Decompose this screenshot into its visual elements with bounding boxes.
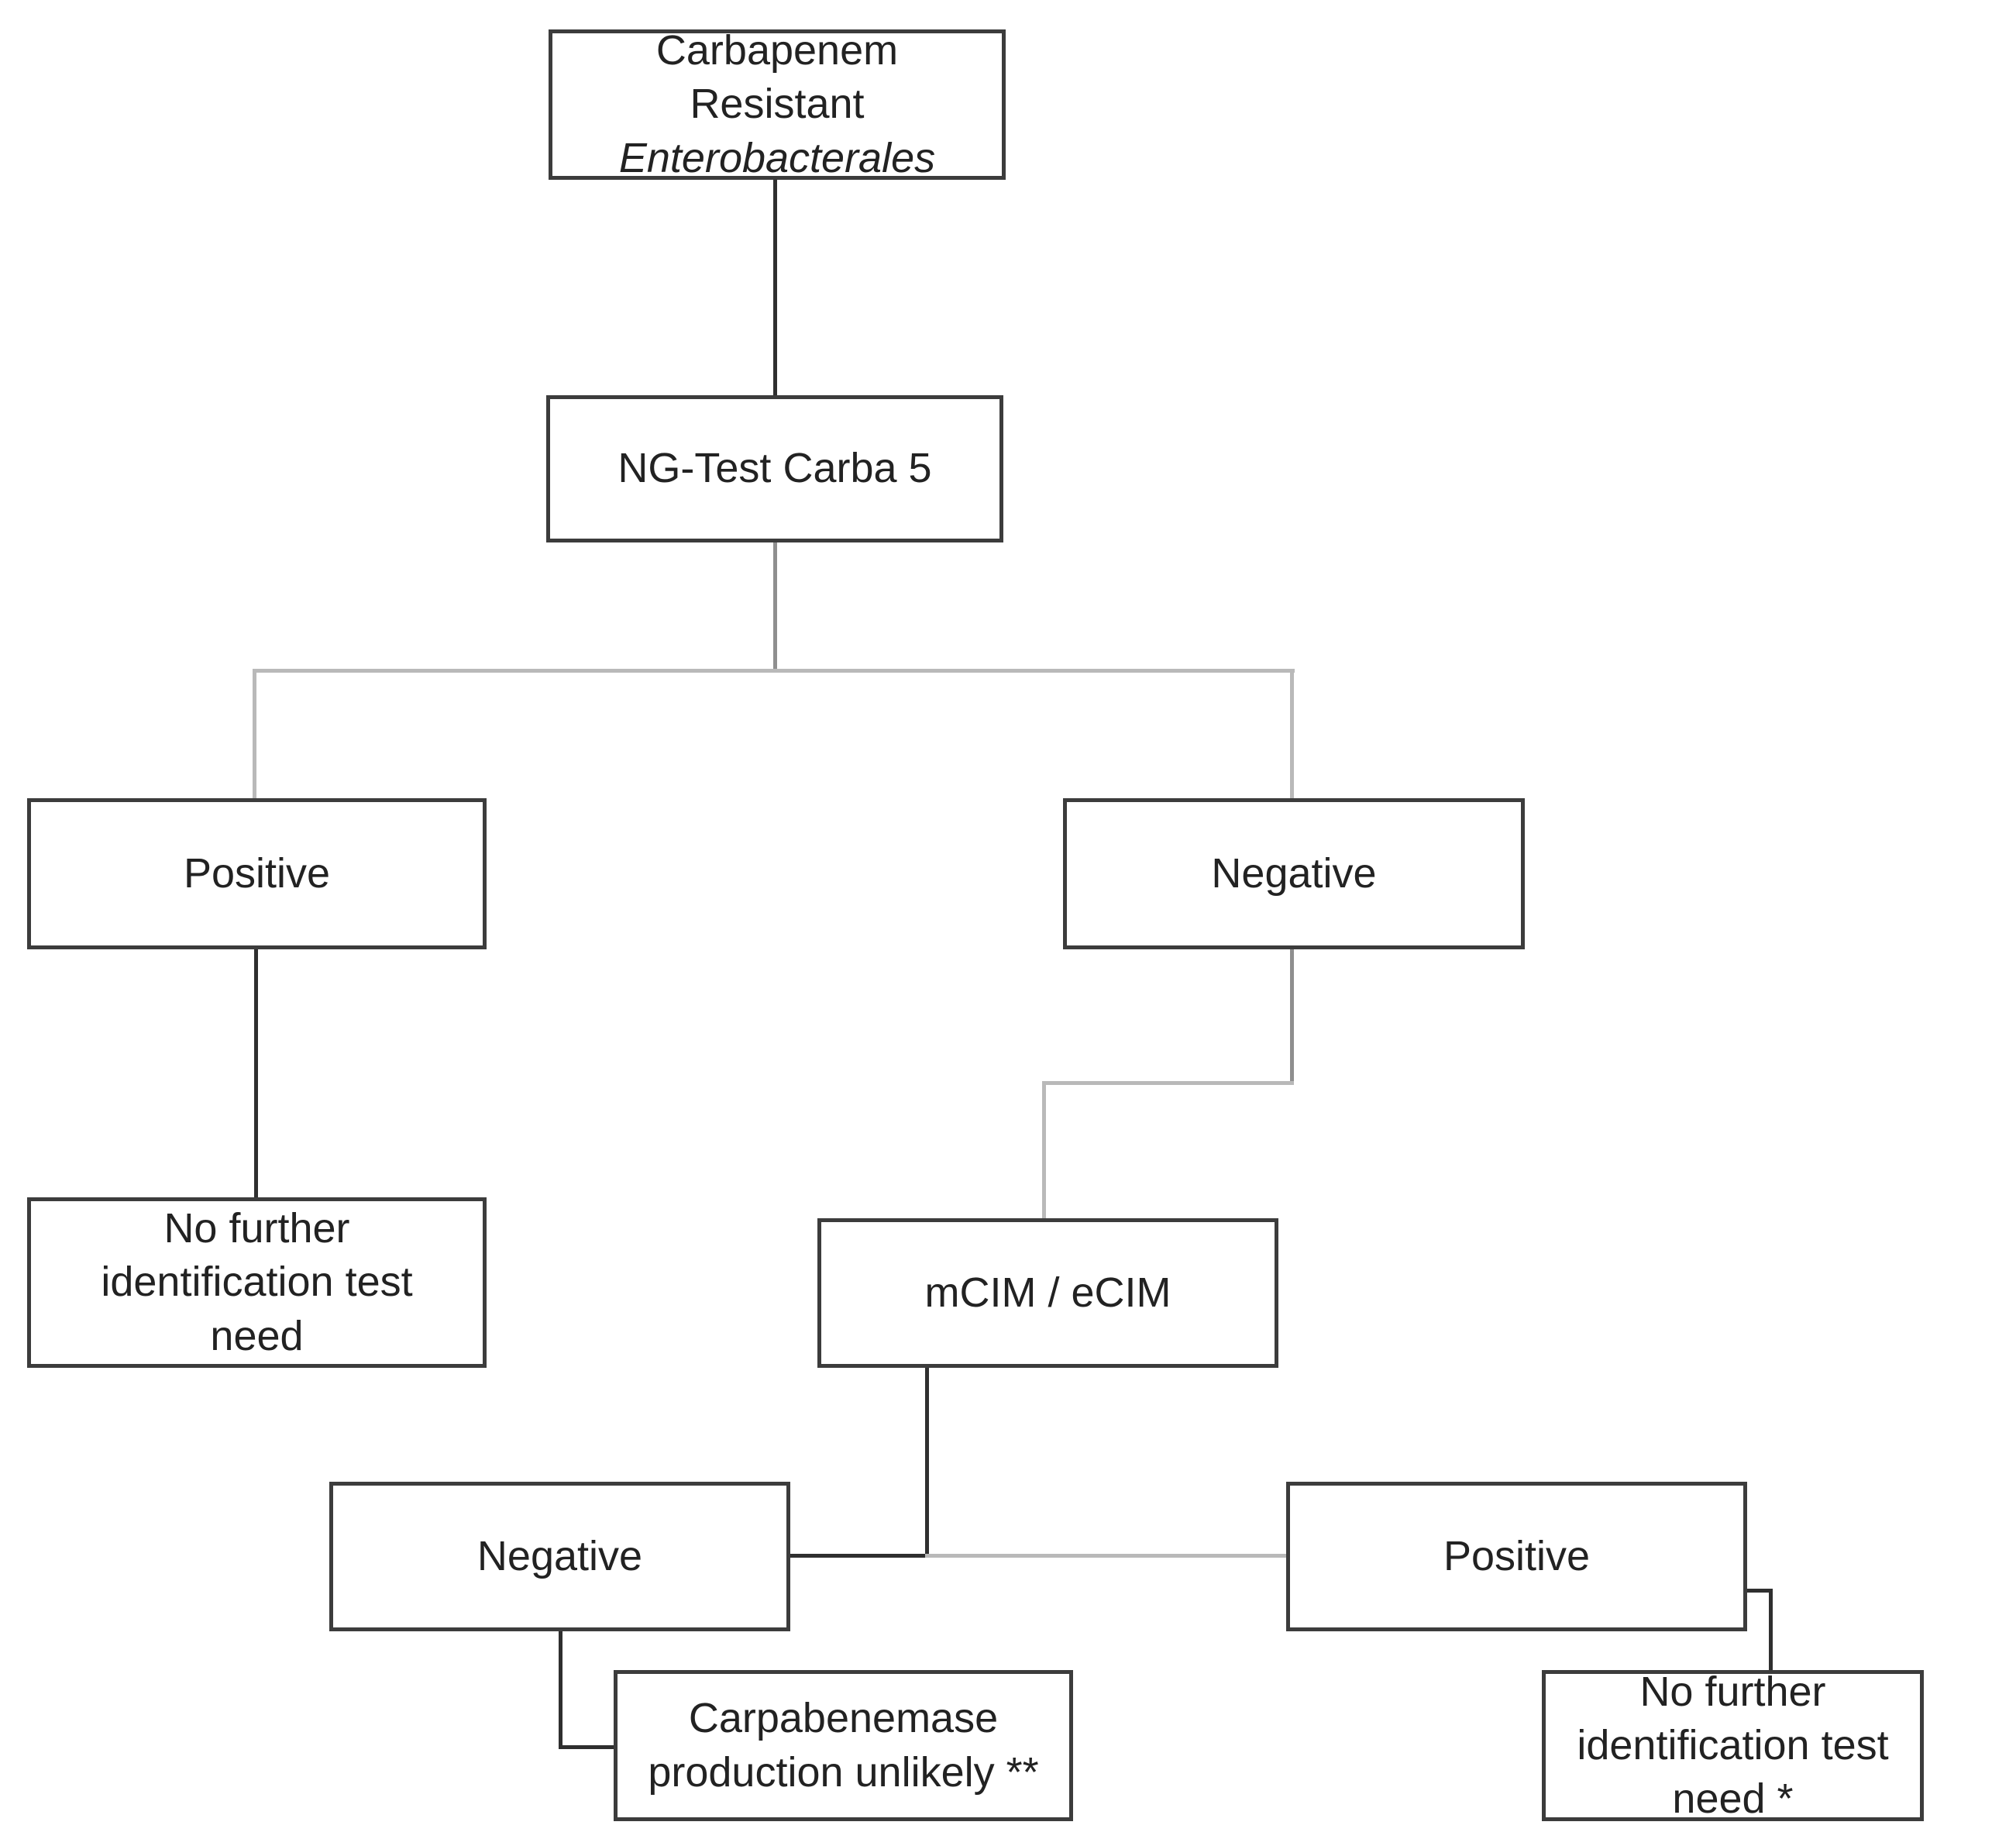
node-mcim-ecim[interactable]: mCIM / eCIM — [817, 1218, 1278, 1368]
edge-negative-drop-2 — [1042, 1081, 1046, 1221]
node-carba5-positive[interactable]: Positive — [27, 798, 487, 949]
edge-mcim-to-negative — [789, 1554, 929, 1558]
edge-branch-right-drop — [1290, 669, 1294, 801]
edge-mcim-to-positive — [925, 1554, 1289, 1558]
edge-negative-drop-1 — [1290, 949, 1294, 1085]
edge-negative-to-unlikely-jog — [559, 1745, 618, 1749]
node-label: NG-Test Carba 5 — [618, 445, 932, 492]
edge-negative-jog — [1042, 1081, 1294, 1085]
node-label: mCIM / eCIM — [924, 1269, 1171, 1316]
edge-mcim-stub — [925, 1368, 929, 1558]
node-mcim-positive[interactable]: Positive — [1286, 1482, 1747, 1631]
node-label: Positive — [183, 849, 331, 897]
edge-negative-to-unlikely-drop — [559, 1631, 562, 1749]
edge-test-stub — [773, 542, 777, 673]
node-label: Negative — [1211, 849, 1377, 897]
node-ng-test-carba-5[interactable]: NG-Test Carba 5 — [546, 395, 1003, 542]
edge-branch-bar — [253, 669, 1295, 673]
node-label: Positive — [1443, 1532, 1591, 1579]
edge-positive-to-nofurther — [254, 949, 258, 1199]
node-label: Negative — [476, 1532, 643, 1579]
node-mcim-negative[interactable]: Negative — [329, 1482, 790, 1631]
edge-branch-left-drop — [253, 669, 256, 801]
edge-positive-to-nofurther-jog — [1743, 1589, 1773, 1593]
node-carba5-negative[interactable]: Negative — [1063, 798, 1525, 949]
edge-root-to-test — [773, 180, 777, 397]
edge-positive-to-nofurther-drop — [1769, 1589, 1773, 1672]
